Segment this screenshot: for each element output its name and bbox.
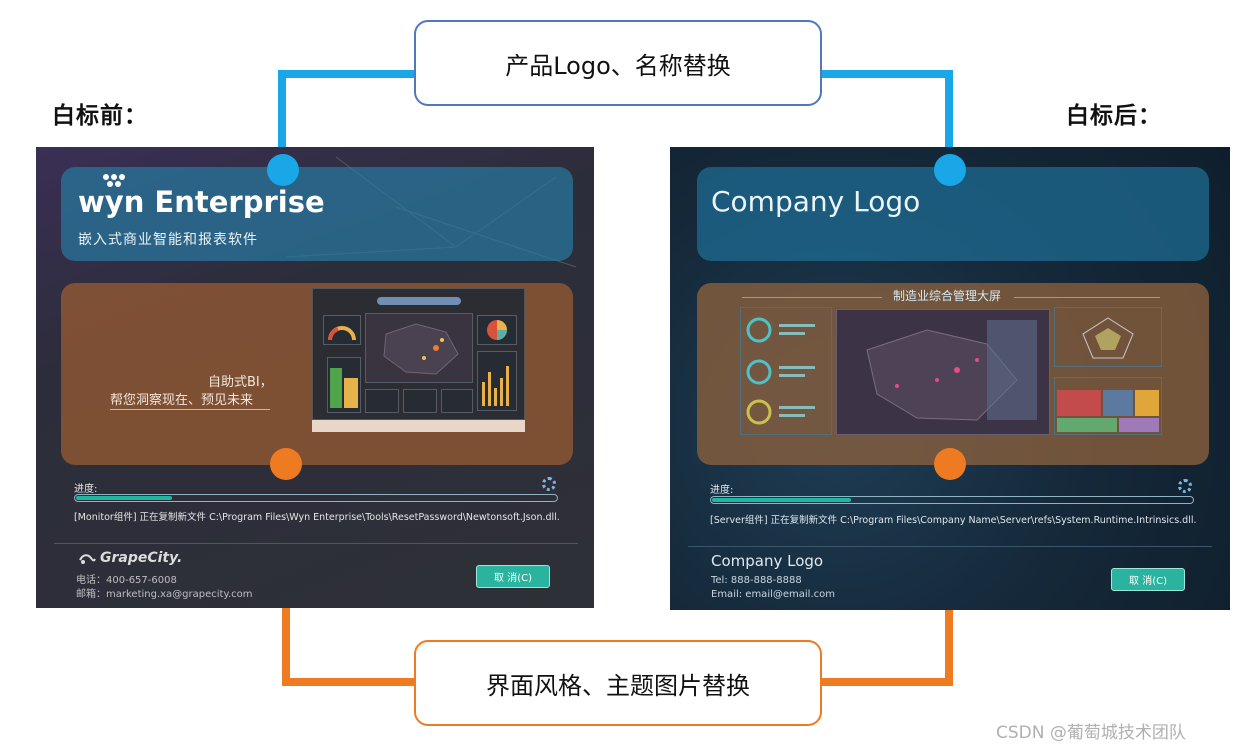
wyn-logo-icon [99, 173, 129, 191]
loading-spinner-icon [542, 477, 556, 491]
after-phone: Tel: 888-888-8888 [711, 575, 802, 586]
dashboard-mockup: 制造业综合管理大屏 [738, 285, 1164, 435]
laptop-card-2 [403, 389, 437, 413]
before-logo-text: wyn Enterprise [78, 185, 325, 219]
after-logo-text: Company Logo [711, 185, 921, 218]
laptop-card-1 [365, 389, 399, 413]
after-cancel-button[interactable]: 取 消(C) [1111, 568, 1185, 591]
before-progress-label: 进度: [74, 484, 98, 495]
dashboard-treemap [1054, 377, 1162, 435]
laptop-colorbar [327, 357, 361, 413]
before-slogan-line1: 自助式BI， [208, 375, 273, 390]
before-progress-fill [76, 496, 172, 500]
before-label: 白标前： [52, 103, 148, 129]
grapecity-logo-icon [78, 551, 96, 570]
watermark: CSDN @葡萄城技术团队 [996, 723, 1186, 743]
before-phone: 电话：400-657-6008 [76, 575, 177, 586]
laptop-bars [477, 351, 517, 411]
callout-bottom: 界面风格、主题图片替换 [414, 640, 822, 726]
laptop-gauge [323, 315, 361, 345]
blue-connector-left [278, 70, 416, 170]
laptop-base [312, 420, 525, 432]
before-email: 邮箱：marketing.xa@grapecity.com [76, 589, 253, 600]
before-divider [54, 543, 578, 544]
dashboard-title: 制造业综合管理大屏 [893, 289, 1002, 303]
laptop-card-3 [441, 389, 473, 413]
dashboard-kpi-column [740, 307, 832, 435]
after-status-text: [Server组件] 正在复制新文件 C:\Program Files\Comp… [710, 515, 1197, 526]
after-label: 白标后： [1066, 103, 1162, 129]
dashboard-map [836, 309, 1050, 435]
laptop-title-bar [377, 297, 461, 305]
dashboard-title-line-right [1014, 297, 1160, 298]
after-installer-window: Company Logo 制造业综合管理大屏 [670, 147, 1230, 610]
callout-top: 产品Logo、名称替换 [414, 20, 822, 106]
laptop-pie [477, 315, 517, 345]
after-progress-track [710, 496, 1194, 504]
after-progress-fill [712, 498, 851, 502]
before-subtitle: 嵌入式商业智能和报表软件 [78, 232, 258, 248]
before-header-panel [61, 167, 573, 261]
dashboard-title-line-left [742, 297, 882, 298]
after-divider [688, 546, 1212, 547]
before-slogan-line2: 帮您洞察现在、预见未来 [110, 393, 254, 408]
before-status-text: [Monitor组件] 正在复制新文件 C:\Program Files\Wyn… [74, 512, 560, 523]
laptop-mockup [312, 288, 525, 420]
after-company-name: Company Logo [711, 552, 824, 570]
before-cancel-button[interactable]: 取 消(C) [476, 565, 550, 588]
before-progress-track [74, 494, 558, 502]
laptop-map [365, 313, 473, 383]
blue-connector-right [820, 70, 953, 170]
after-progress-label: 进度: [710, 485, 734, 496]
after-email: Email: email@email.com [711, 589, 835, 600]
before-installer-window: wyn Enterprise 嵌入式商业智能和报表软件 自助式BI， 帮您洞察现… [36, 147, 594, 608]
loading-spinner-icon [1178, 479, 1192, 493]
before-company-name: GrapeCity. [100, 550, 183, 566]
slogan-underline [110, 409, 270, 410]
dashboard-radar [1054, 307, 1162, 367]
